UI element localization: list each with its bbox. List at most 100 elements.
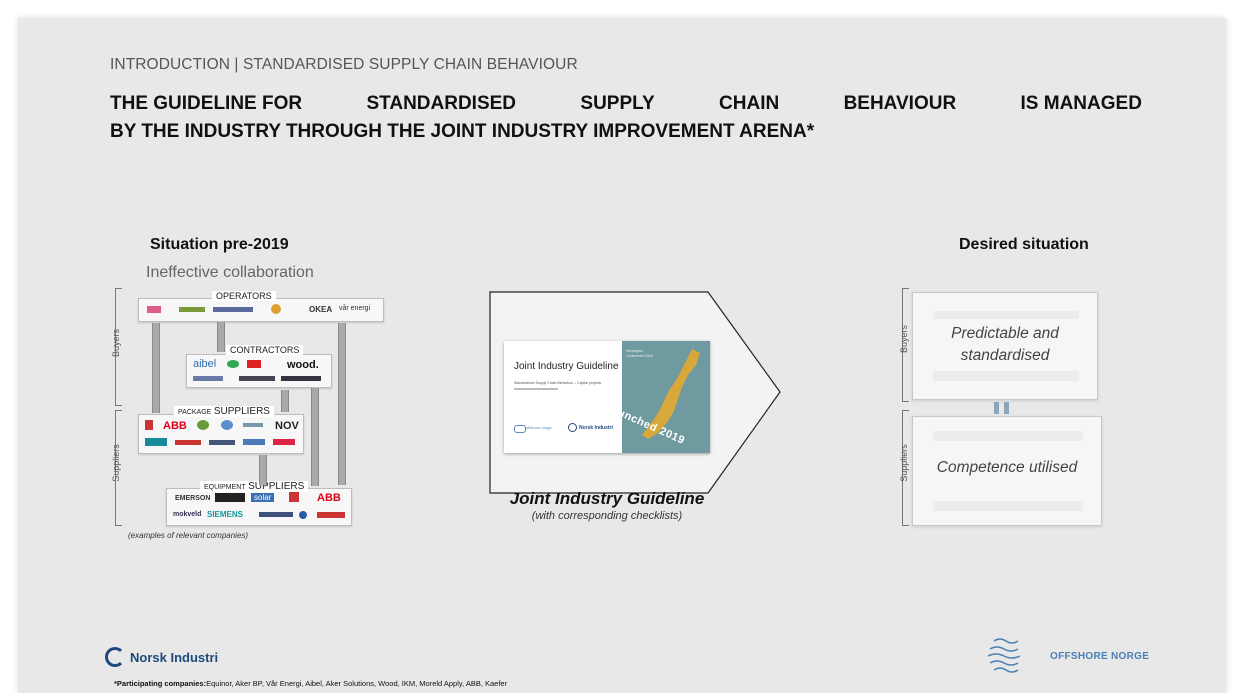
offshore-norge-icon	[987, 638, 1021, 673]
equipment-logo-icon	[259, 512, 293, 517]
contractor-logo-icon	[239, 376, 275, 381]
norsk-industri-icon	[105, 647, 125, 667]
norway-map	[642, 349, 700, 439]
conocophillips-logo-icon	[213, 307, 253, 312]
package-label-big: SUPPLIERS	[213, 406, 270, 417]
buyers-label: Buyers	[111, 329, 121, 358]
package-logo-icon	[243, 439, 265, 445]
suppliers-bracket	[115, 410, 122, 526]
title-word: CHAIN	[719, 93, 780, 114]
suppliers-label: Suppliers	[899, 444, 909, 482]
suppliers-bracket	[902, 410, 909, 526]
down-arrow	[1004, 402, 1009, 414]
predictable-text: Predictable and standardised	[913, 323, 1097, 367]
package-logo-icon	[145, 420, 153, 430]
map-panel: Norwegian Continental Shelf	[622, 341, 710, 453]
doc-corner-text: Norwegian Continental Shelf	[626, 349, 653, 358]
guide-subtitle: (with corresponding checklists)	[531, 510, 683, 522]
equipment-logo-icon	[299, 511, 307, 519]
package-suppliers-label: PACKAGE SUPPLIERS	[174, 406, 274, 417]
norsk-industri-doc-icon	[568, 423, 577, 432]
equipment-logo-icon	[317, 512, 345, 518]
package-logo-icon	[209, 440, 235, 445]
left-subheading: Ineffective collaboration	[146, 264, 314, 281]
contractor-logo-icon	[281, 376, 321, 381]
offshore-norge-doc-icon	[514, 425, 526, 433]
two-way-arrow	[281, 390, 289, 412]
title-line-2: BY THE INDUSTRY THROUGH THE JOINT INDUST…	[110, 121, 815, 142]
faded-logos	[933, 371, 1079, 381]
slide: INTRODUCTION | STANDARDISED SUPPLY CHAIN…	[18, 18, 1226, 693]
participants-note: *Participating companies:Equinor, Aker B…	[114, 679, 507, 688]
two-way-arrow	[311, 388, 319, 486]
doc-logo-right: Norsk Industri	[579, 425, 613, 431]
right-heading: Desired situation	[959, 236, 1089, 253]
competence-box: Competence utilised	[912, 416, 1102, 526]
wood-logo: wood.	[287, 359, 319, 371]
package-suppliers-box: ABB NOV	[138, 414, 304, 454]
left-heading: Situation pre-2019	[150, 236, 289, 253]
equipment-suppliers-label: EQUIPMENT SUPPLIERS	[200, 481, 309, 492]
contractor-logo-icon	[247, 360, 261, 368]
title-line-1: THE GUIDELINE FOR STANDARDISED SUPPLY CH…	[110, 90, 1142, 118]
two-way-arrow	[152, 323, 160, 413]
faded-logos	[933, 501, 1083, 511]
nov-logo: NOV	[275, 420, 299, 432]
guideline-document: Joint Industry Guideline Standardised Su…	[504, 341, 710, 453]
suppliers-label: Suppliers	[111, 444, 121, 482]
faded-logos	[933, 311, 1079, 319]
package-logo-icon	[175, 440, 201, 445]
okea-logo: OKEA	[309, 305, 333, 314]
shell-logo-icon	[271, 304, 281, 314]
aibel-logo: aibel	[193, 358, 217, 370]
equinor-logo-icon	[147, 306, 161, 313]
equipment-logo-icon	[289, 492, 299, 502]
section-subtitle: INTRODUCTION | STANDARDISED SUPPLY CHAIN…	[110, 56, 578, 73]
title-word: THE GUIDELINE FOR	[110, 93, 303, 114]
doc-text-line	[514, 388, 558, 390]
contractors-box: aibel wood.	[186, 354, 332, 388]
emerson-logo: EMERSON	[175, 495, 211, 502]
solar-logo: solar	[251, 493, 275, 502]
title-word: IS MANAGED	[1020, 93, 1142, 114]
equipment-suppliers-box: EMERSON solar ABB mokveld SIEMENS	[166, 488, 352, 526]
package-logo-icon	[197, 420, 209, 430]
doc-subtitle: Standardised Supply Chain Behaviour – Ca…	[514, 381, 602, 385]
operators-label: OPERATORS	[212, 291, 276, 301]
two-way-arrow	[217, 322, 225, 352]
predictable-box: Predictable and standardised	[912, 292, 1098, 400]
title-word: SUPPLY	[580, 93, 655, 114]
contractor-logo-icon	[193, 376, 223, 381]
title-word: BEHAVIOUR	[843, 93, 957, 114]
up-arrow	[994, 402, 999, 414]
siemens-logo: SIEMENS	[207, 510, 244, 519]
title-word: STANDARDISED	[366, 93, 517, 114]
participants-list: Equinor, Aker BP, Vår Energi, Aibel, Ake…	[206, 679, 508, 688]
faded-logos	[933, 431, 1083, 441]
norsk-industri-logo: Norsk Industri	[130, 650, 219, 665]
operators-box: OKEA vår energi	[138, 298, 384, 322]
aker-bp-logo-icon	[179, 307, 205, 312]
abb-logo: ABB	[163, 420, 187, 432]
parker-logo-icon	[215, 493, 245, 502]
buyers-bracket	[115, 288, 122, 406]
contractors-label: CONTRACTORS	[226, 345, 304, 355]
package-label-small: PACKAGE	[178, 409, 212, 416]
guide-title: Joint Industry Guideline	[509, 489, 705, 508]
equipment-label-small: EQUIPMENT	[204, 484, 246, 491]
predictable-line-2: standardised	[960, 347, 1050, 364]
abb-logo: ABB	[317, 492, 341, 504]
package-logo-icon	[243, 423, 263, 427]
equipment-label-big: SUPPLIERS	[248, 481, 305, 492]
two-way-arrow	[259, 455, 267, 485]
page-title: THE GUIDELINE FOR STANDARDISED SUPPLY CH…	[110, 90, 1142, 146]
buyers-label: Buyers	[899, 325, 909, 354]
two-way-arrow	[338, 323, 346, 485]
contractor-logo-icon	[227, 360, 239, 368]
ge-logo-icon	[221, 420, 233, 430]
participants-label: *Participating companies:	[114, 679, 207, 688]
offshore-norge-logo: OFFSHORE NORGE	[1050, 651, 1150, 662]
examples-note: (examples of relevant companies)	[128, 531, 249, 540]
doc-title: Joint Industry Guideline	[514, 361, 619, 372]
competence-text: Competence utilised	[936, 459, 1078, 476]
